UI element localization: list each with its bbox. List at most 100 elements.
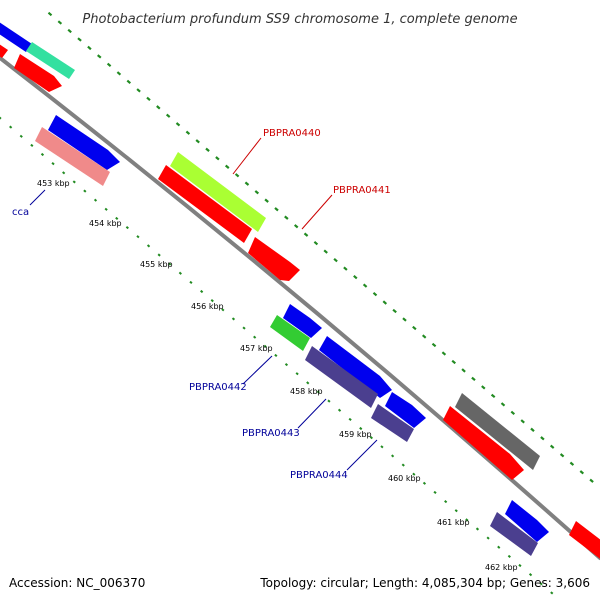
ring-dot	[421, 334, 427, 339]
ring-dot	[185, 130, 191, 135]
ring-dot	[210, 299, 214, 303]
ring-dot	[402, 317, 407, 322]
ring-dot	[530, 427, 535, 433]
ring-dot	[284, 215, 289, 220]
tick-label-456: 456 kbp	[191, 302, 224, 311]
ring-dot	[540, 436, 545, 441]
gene-feature[interactable]	[283, 304, 322, 338]
gene-label-pbpra0444[interactable]: PBPRA0444	[290, 470, 348, 481]
ring-dot	[96, 54, 102, 59]
ring-dot	[115, 216, 119, 221]
ring-dot	[362, 283, 368, 288]
ring-dot	[47, 11, 53, 17]
ring-dot	[178, 271, 182, 275]
ring-dot	[93, 198, 98, 202]
gene-label-pbpra0442[interactable]: PBPRA0442	[189, 382, 247, 393]
ring-dot	[333, 257, 338, 263]
tick-label-462: 462 kbp	[485, 563, 518, 572]
tick-label-460: 460 kbp	[388, 474, 421, 483]
gene-label-pbpra0441[interactable]: PBPRA0441	[333, 185, 391, 196]
ring-dot	[412, 325, 417, 331]
ring-dot	[244, 181, 250, 186]
ring-dot	[242, 326, 246, 330]
gene-feature-pbpra0441[interactable]	[158, 165, 252, 243]
gene-label-pbpra0443[interactable]: PBPRA0443	[242, 428, 300, 439]
gene-feature[interactable]	[505, 500, 549, 542]
genome-summary: Topology: circular; Length: 4,085,304 bp…	[259, 576, 590, 590]
ring-dot	[497, 545, 501, 549]
ring-dot	[83, 189, 87, 193]
gene-feature[interactable]	[26, 42, 75, 79]
ring-dot	[51, 162, 55, 166]
ring-dot	[579, 470, 585, 475]
leader-line-pbpra0443	[297, 398, 327, 429]
ring-dot	[550, 591, 554, 595]
gene-feature[interactable]	[443, 406, 524, 480]
ring-dot	[136, 235, 140, 239]
tick-label-455: 455 kbp	[140, 260, 173, 269]
ring-dot	[401, 463, 405, 467]
gene-feature[interactable]	[385, 392, 426, 428]
gene-label-cca[interactable]: cca	[12, 207, 29, 218]
ring-dot	[165, 113, 171, 118]
gene-feature[interactable]	[35, 127, 110, 186]
ring-dot	[67, 28, 72, 34]
ring-dot	[30, 143, 34, 147]
gene-feature[interactable]	[48, 115, 120, 170]
ring-dot	[263, 344, 267, 348]
ring-dot	[284, 363, 289, 367]
ring-dot	[444, 500, 448, 504]
gene-feature[interactable]	[14, 54, 62, 92]
ring-dot	[348, 417, 352, 421]
ring-dot	[380, 445, 384, 449]
leader-line-pbpra0440	[232, 137, 262, 175]
ring-dot	[136, 88, 141, 93]
ring-dot	[500, 402, 506, 407]
gene-feature-pbpra0442[interactable]	[270, 315, 310, 351]
ring-dot	[382, 300, 388, 305]
gene-feature[interactable]	[569, 521, 600, 561]
ring-dot	[337, 408, 342, 412]
map-title: Photobacterium profundum SS9 chromosome …	[82, 12, 517, 27]
ring-dot	[215, 156, 220, 161]
gene-feature[interactable]	[0, 20, 32, 52]
ring-dot	[19, 134, 23, 138]
ring-dot	[306, 381, 310, 385]
ring-dot	[189, 280, 193, 284]
tick-label-461: 461 kbp	[437, 518, 470, 527]
gene-feature[interactable]	[0, 42, 8, 58]
gene-feature[interactable]	[248, 237, 300, 281]
ring-dot	[528, 573, 533, 577]
gene-label-pbpra0440[interactable]: PBPRA0440	[263, 128, 321, 139]
gene-feature-pbpra0444[interactable]	[371, 404, 414, 442]
ring-dot	[422, 481, 427, 485]
ring-dot	[175, 122, 181, 127]
gene-feature[interactable]	[455, 393, 540, 470]
tick-label-453: 453 kbp	[37, 179, 70, 188]
ring-dot	[195, 139, 200, 144]
ring-dot	[539, 582, 543, 586]
ring-dot	[104, 207, 108, 211]
gene-feature[interactable]	[319, 336, 392, 398]
gene-feature-pbpra0443[interactable]	[305, 346, 378, 408]
gene-feature-pbpra0440[interactable]	[170, 152, 266, 232]
ring-dot	[486, 536, 490, 540]
ring-dot	[481, 385, 486, 390]
accession-label: Accession: NC_006370	[9, 576, 145, 590]
ring-dot	[72, 180, 76, 184]
ring-dot	[323, 249, 328, 254]
tick-label-454: 454 kbp	[89, 219, 122, 228]
ring-dot	[303, 232, 309, 237]
gene-feature[interactable]	[490, 512, 538, 556]
ring-dot	[359, 426, 363, 431]
ring-dot	[157, 253, 161, 257]
ring-dot	[274, 353, 278, 358]
ring-dot	[77, 37, 82, 42]
ring-dot	[106, 62, 112, 68]
ring-dot	[461, 368, 466, 373]
ring-dot	[254, 190, 260, 195]
ring-dot	[116, 71, 122, 76]
ring-dot	[0, 116, 2, 120]
ring-dot	[316, 390, 320, 394]
